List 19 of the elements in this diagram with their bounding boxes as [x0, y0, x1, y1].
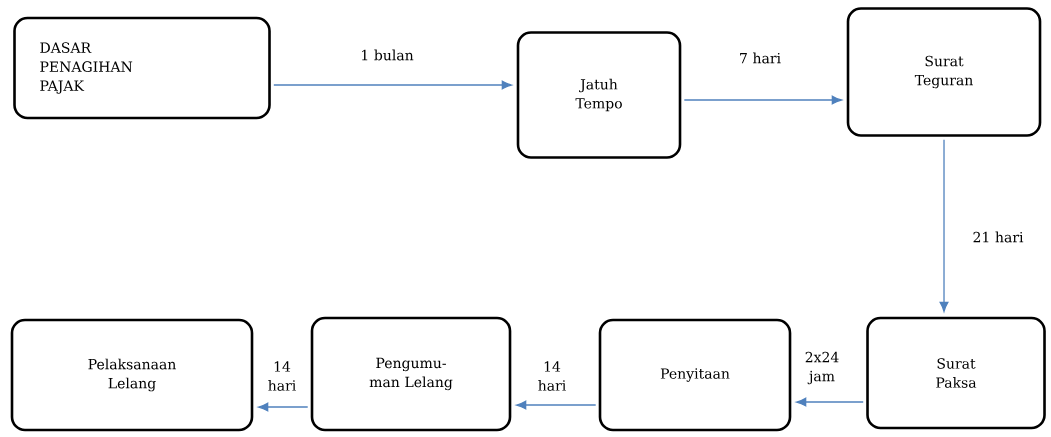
- process-box: Surat Teguran: [846, 7, 1042, 137]
- arrow: [939, 139, 949, 312]
- arrow: [273, 80, 512, 90]
- edge-label: 21 hari: [973, 231, 1024, 243]
- arrow: [516, 400, 597, 410]
- edge-label: 14 hari: [538, 361, 566, 391]
- process-box: Pengumu- man Lelang: [310, 316, 512, 432]
- process-box: Pelaksanaan Lelang: [10, 318, 254, 432]
- process-box: Penyitaan: [598, 318, 792, 432]
- process-box: Jatuh Tempo: [516, 31, 682, 159]
- arrow: [796, 397, 864, 407]
- arrow: [683, 95, 842, 105]
- arrow: [258, 402, 309, 412]
- process-box: Surat Paksa: [866, 316, 1046, 430]
- edge-label: 7 hari: [740, 52, 781, 64]
- edge-label: 1 bulan: [362, 49, 414, 61]
- process-box: DASAR PENAGIHAN PAJAK: [13, 16, 271, 120]
- edge-label: 14 hari: [268, 361, 296, 391]
- edge-label: 2x24 jam: [805, 351, 839, 385]
